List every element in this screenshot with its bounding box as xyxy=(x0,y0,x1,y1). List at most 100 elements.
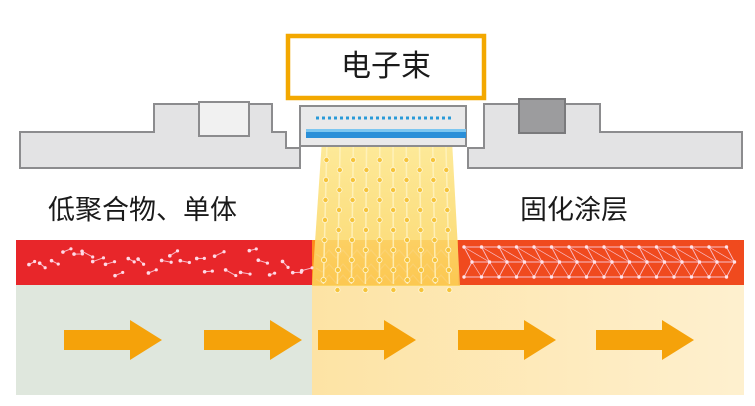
network-node xyxy=(637,245,640,248)
network-node xyxy=(707,245,710,248)
electron-dot xyxy=(364,207,369,212)
monomer-dot xyxy=(178,259,182,263)
housing-port-left xyxy=(199,102,249,136)
electron-dot xyxy=(350,177,355,182)
monomer-dot xyxy=(234,274,237,277)
electron-dot xyxy=(323,177,328,182)
electron-dot xyxy=(363,267,368,272)
electron-dot xyxy=(430,157,435,162)
network-node xyxy=(558,260,561,263)
housing-port-right xyxy=(519,99,565,133)
monomer-dot xyxy=(248,249,252,253)
monomer-dot xyxy=(170,261,173,264)
monomer-dot xyxy=(203,257,206,260)
electron-dot xyxy=(335,267,340,272)
network-node xyxy=(480,275,483,278)
electron-dot xyxy=(391,227,396,232)
network-node xyxy=(655,245,658,248)
network-node xyxy=(663,260,666,263)
electron-dot xyxy=(404,157,409,162)
emitter-bar-highlight xyxy=(306,129,466,132)
monomer-dot xyxy=(38,261,42,265)
monomer-dot xyxy=(203,270,207,274)
electron-dot xyxy=(336,247,341,252)
uncured-material-label: 低聚合物、单体 xyxy=(48,188,237,227)
electron-dot xyxy=(322,217,327,222)
network-node xyxy=(672,275,675,278)
electron-dot xyxy=(349,257,354,262)
monomer-dot xyxy=(266,261,269,264)
electron-dot xyxy=(431,177,436,182)
electron-dot xyxy=(364,187,369,192)
network-node xyxy=(593,260,596,263)
electron-dot xyxy=(447,287,452,292)
network-node xyxy=(680,260,683,263)
network-node xyxy=(672,245,675,248)
electron-dot xyxy=(417,167,422,172)
coating-uncured xyxy=(16,240,318,285)
network-node xyxy=(620,275,623,278)
monomer-dot xyxy=(113,260,116,263)
monomer-dot xyxy=(126,257,130,261)
electron-dot xyxy=(391,247,396,252)
electron-dot xyxy=(431,197,436,202)
electron-dot xyxy=(446,267,451,272)
monomer-dot xyxy=(255,247,258,250)
electron-dot xyxy=(444,167,449,172)
monomer-dot xyxy=(136,257,140,261)
electron-dot xyxy=(350,197,355,202)
monomer-dot xyxy=(121,271,124,274)
monomer-dot xyxy=(102,256,105,259)
electron-dot xyxy=(391,187,396,192)
electron-dot xyxy=(404,237,409,242)
electron-dot xyxy=(391,267,396,272)
electron-dot xyxy=(377,217,382,222)
monomer-dot xyxy=(113,274,117,278)
network-node xyxy=(637,275,640,278)
network-node xyxy=(497,245,500,248)
network-node xyxy=(620,245,623,248)
network-node xyxy=(655,275,658,278)
electron-dot xyxy=(351,157,356,162)
network-node xyxy=(515,275,518,278)
electron-dot xyxy=(418,207,423,212)
electron-dot xyxy=(336,227,341,232)
electron-dot xyxy=(321,277,326,282)
electron-dot xyxy=(349,237,354,242)
monomer-dot xyxy=(147,271,151,275)
cured-coating-label: 固化涂层 xyxy=(520,188,628,227)
electron-dot xyxy=(364,167,369,172)
electron-dot xyxy=(433,277,438,282)
network-node xyxy=(480,245,483,248)
monomer-dot xyxy=(168,254,172,258)
monomer-dot xyxy=(211,269,214,272)
network-node xyxy=(497,275,500,278)
electron-dot xyxy=(432,257,437,262)
monomer-dot xyxy=(291,271,295,275)
network-node xyxy=(488,260,491,263)
electron-dot xyxy=(432,217,437,222)
network-node xyxy=(725,245,728,248)
network-node xyxy=(585,245,588,248)
electron-dot xyxy=(350,217,355,222)
network-node xyxy=(628,260,631,263)
network-node xyxy=(725,275,728,278)
network-node xyxy=(567,275,570,278)
network-node xyxy=(602,245,605,248)
network-node xyxy=(550,275,553,278)
electron-dot xyxy=(363,247,368,252)
network-node xyxy=(523,260,526,263)
network-node xyxy=(515,245,518,248)
monomer-dot xyxy=(57,262,60,265)
electron-dot xyxy=(405,257,410,262)
network-node xyxy=(690,275,693,278)
electron-dot xyxy=(377,177,382,182)
electron-dot xyxy=(377,237,382,242)
electron-dot xyxy=(404,217,409,222)
monomer-dot xyxy=(224,268,228,272)
network-node xyxy=(690,245,693,248)
electron-dot xyxy=(336,207,341,212)
electron-dot xyxy=(377,277,382,282)
monomer-dot xyxy=(195,257,199,261)
monomer-dot xyxy=(80,250,84,254)
